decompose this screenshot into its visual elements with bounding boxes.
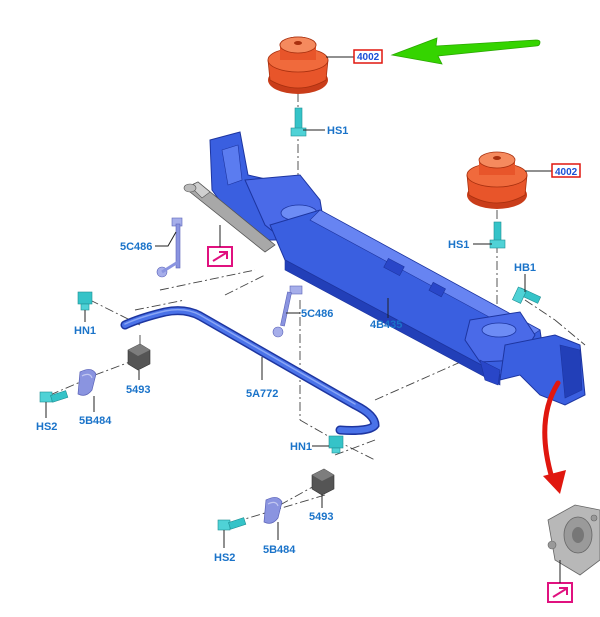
label-hs2-left: HS2 — [36, 421, 57, 433]
bushing-5493-left — [127, 343, 151, 371]
label-hs1-right: HS1 — [448, 239, 469, 251]
nut-hn1-mid — [328, 435, 344, 454]
label-hs2-bottom: HS2 — [214, 552, 235, 564]
label-hn1-left: HN1 — [74, 325, 96, 337]
label-4002-top: 4002 — [357, 52, 380, 63]
part-4002-right-box — [551, 163, 581, 178]
part-4002-top-box — [353, 49, 383, 64]
link-5c486-mid — [272, 285, 303, 338]
label-4b435: 4B435 — [370, 319, 402, 331]
bolt-hs1-right — [489, 221, 506, 249]
red-arrow-icon — [542, 380, 566, 494]
bushing-4002-right — [466, 151, 528, 209]
nut-hn1-left — [77, 291, 93, 311]
bolt-hs2-bottom — [217, 517, 247, 531]
label-5b484-bottom: 5B484 — [263, 544, 296, 556]
external-link-icon[interactable] — [207, 246, 233, 267]
label-hs1-top: HS1 — [327, 125, 348, 137]
link-5c486-left — [156, 217, 183, 278]
green-arrow-icon — [390, 37, 541, 65]
label-5b484-left: 5B484 — [79, 415, 112, 427]
stabilizer-bar — [120, 306, 380, 435]
label-5c486-mid: 5C486 — [301, 308, 333, 320]
label-5a772: 5A772 — [246, 388, 278, 400]
label-hn1-mid: HN1 — [290, 441, 312, 453]
shock-absorber — [183, 181, 276, 253]
bushing-4002-top — [267, 36, 329, 94]
label-5493-left: 5493 — [126, 384, 150, 396]
label-4002-right: 4002 — [555, 167, 578, 178]
bracket-5b484-bottom — [263, 497, 283, 524]
bolt-hs2-left — [39, 390, 69, 403]
knuckle-part — [547, 504, 600, 576]
bolt-hs1-top — [290, 107, 307, 137]
bushing-5493-bottom — [311, 468, 335, 496]
bracket-5b484-left — [77, 369, 97, 396]
external-link-icon[interactable] — [547, 582, 573, 603]
label-hb1: HB1 — [514, 262, 536, 274]
label-5493-bottom: 5493 — [309, 511, 333, 523]
label-5c486-left: 5C486 — [120, 241, 152, 253]
bolt-hb1 — [512, 286, 542, 304]
